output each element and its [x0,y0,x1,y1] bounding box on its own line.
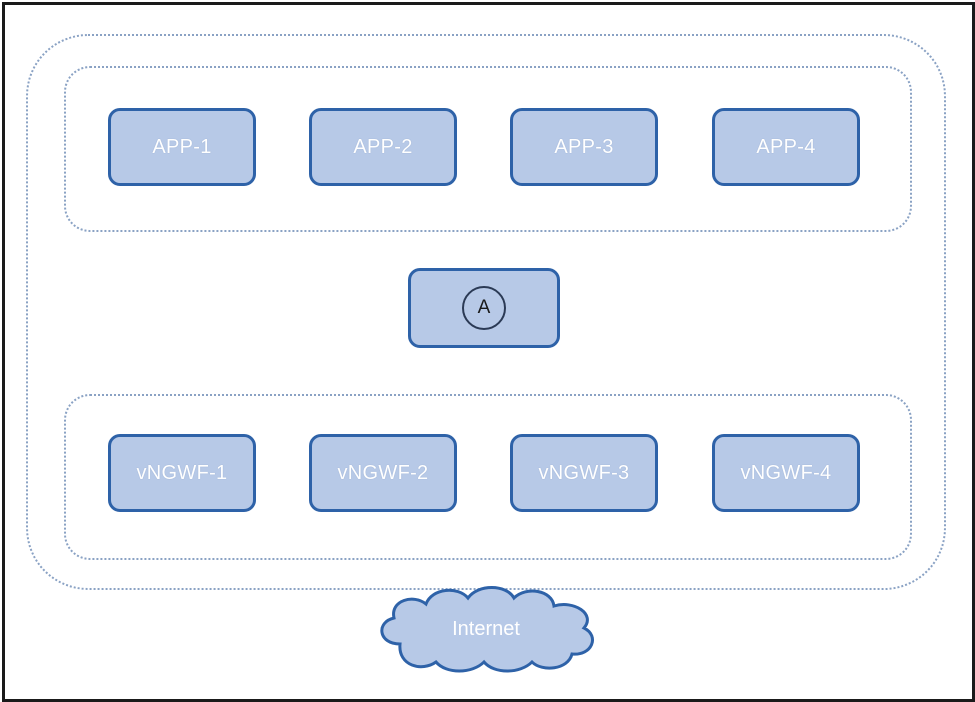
node-app-3[interactable]: APP-3 [510,108,658,186]
internet-cloud[interactable]: Internet [370,582,602,676]
node-app-3-label: APP-3 [554,135,614,158]
node-vngwf-3-label: vNGWF-3 [538,461,630,484]
node-vngwf-1-label: vNGWF-1 [136,461,228,484]
node-vngwf-2-label: vNGWF-2 [337,461,429,484]
node-app-2-label: APP-2 [353,135,413,158]
node-a[interactable]: A [408,268,560,348]
cloud-icon [380,586,594,673]
node-app-1[interactable]: APP-1 [108,108,256,186]
app-group-boundary [64,66,912,232]
node-app-4[interactable]: APP-4 [712,108,860,186]
node-a-circle-marker: A [462,286,506,330]
node-vngwf-4-label: vNGWF-4 [740,461,832,484]
node-app-1-label: APP-1 [152,135,212,158]
node-app-2[interactable]: APP-2 [309,108,457,186]
node-vngwf-1[interactable]: vNGWF-1 [108,434,256,512]
node-vngwf-2[interactable]: vNGWF-2 [309,434,457,512]
node-vngwf-3[interactable]: vNGWF-3 [510,434,658,512]
node-a-label: A [477,297,491,318]
node-vngwf-4[interactable]: vNGWF-4 [712,434,860,512]
internet-label: Internet [452,617,520,640]
firewall-group-boundary [64,394,912,560]
node-app-4-label: APP-4 [756,135,816,158]
